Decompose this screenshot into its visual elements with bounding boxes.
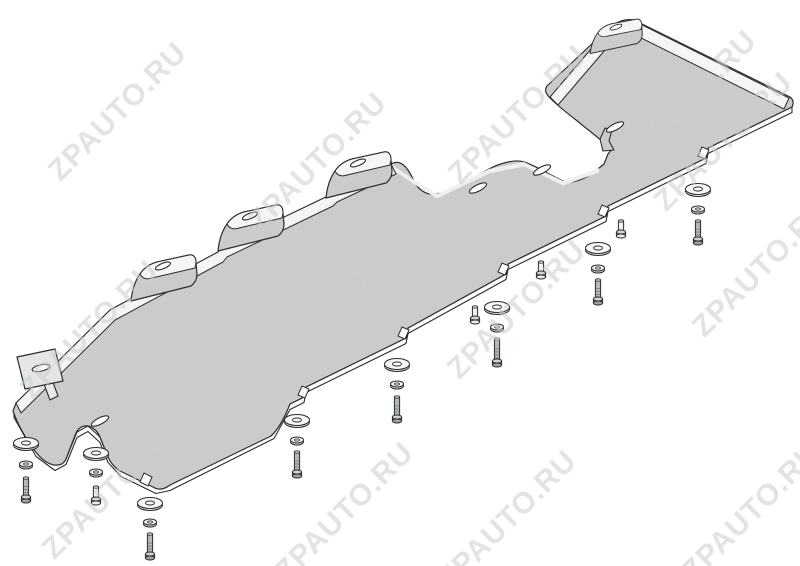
bolt-head-top <box>20 494 32 500</box>
bolt-head-bottom <box>144 555 156 561</box>
washer-hole <box>595 266 601 270</box>
bolt-tip <box>538 260 545 264</box>
washer-hole <box>695 207 701 211</box>
mounting-bolt <box>20 476 32 504</box>
bolt-tip <box>146 532 153 536</box>
flange-bolt <box>90 485 102 506</box>
flange-bolt <box>469 305 481 325</box>
bolt-tip <box>471 305 478 309</box>
washer-hole <box>294 438 300 442</box>
mounting-tab <box>217 204 285 252</box>
flange-bolt <box>615 219 627 239</box>
mounting-bolt <box>291 450 303 479</box>
bolt-slot <box>154 261 172 271</box>
bolt-shaft <box>393 396 401 418</box>
bolt-head-bottom <box>615 233 627 239</box>
bolt-head-bottom <box>90 500 102 506</box>
fastener-stack <box>83 447 109 506</box>
bolt-head-bottom <box>692 240 704 246</box>
bolt-slot <box>609 23 623 31</box>
fastener-stack <box>685 183 711 246</box>
bolt-slot <box>605 121 625 133</box>
bolt-tip <box>22 476 29 480</box>
washer-hole <box>91 450 101 456</box>
mounting-bolt <box>491 337 503 368</box>
bolt-tip <box>93 485 100 489</box>
mounting-bolt <box>391 395 403 424</box>
bolt-head-bottom <box>291 473 303 479</box>
washer-hole <box>147 520 153 524</box>
fastener-stack <box>13 437 39 504</box>
bolt-shaft <box>594 279 602 300</box>
bolt-shaft <box>146 533 154 555</box>
bolt-tip <box>595 278 602 282</box>
fastener-stack <box>384 358 410 424</box>
bolt-tip <box>293 450 300 454</box>
edge-notch <box>497 262 510 276</box>
mounting-bolt <box>144 532 156 561</box>
bolt-head-bottom <box>491 362 503 368</box>
washer-hole <box>93 470 99 474</box>
fastener-stack <box>137 497 163 561</box>
bolt-slot <box>90 415 110 427</box>
bolt-tip <box>393 395 400 399</box>
bolt-head-bottom <box>469 319 481 325</box>
edge-notch <box>697 146 710 160</box>
bolt-tip <box>695 219 702 223</box>
washer-hole <box>593 245 603 251</box>
bolt-slot <box>31 363 51 373</box>
plate-outline <box>12 19 794 490</box>
mounting-tab <box>325 151 393 199</box>
mounting-tab <box>130 254 198 302</box>
mounting-bolt <box>592 278 604 306</box>
bolt-head-top <box>90 496 102 502</box>
washer-hole <box>492 304 502 310</box>
bolt-head-top <box>469 315 481 321</box>
fastener-stack <box>484 301 510 368</box>
fastener-stack <box>284 414 310 479</box>
edge-notch <box>597 204 610 218</box>
washer-hole <box>392 361 402 367</box>
edge-notch <box>139 472 153 487</box>
bolt-slot <box>468 182 488 194</box>
bolt-head-top <box>692 236 704 242</box>
flange-bolt <box>535 260 547 280</box>
edge-notch <box>397 326 410 340</box>
fastener-stack <box>585 242 611 306</box>
mounting-bolt <box>692 219 704 246</box>
washer-hole <box>23 462 29 466</box>
bolt-shaft <box>694 220 702 240</box>
washer-hole <box>394 382 400 386</box>
bolt-head-bottom <box>20 498 32 504</box>
bolt-shaft <box>293 451 301 473</box>
washer-hole <box>292 417 302 423</box>
bolt-head-top <box>592 296 604 302</box>
bolt-head-bottom <box>592 300 604 306</box>
bolt-head-top <box>144 551 156 557</box>
bolt-head-top <box>491 358 503 364</box>
bolt-head-top <box>615 229 627 235</box>
bend-highlight <box>391 162 599 199</box>
edge-notch <box>297 385 310 399</box>
washer-hole <box>145 500 155 506</box>
bolt-slot <box>532 164 552 176</box>
bolt-head-bottom <box>391 418 403 424</box>
washer-hole <box>494 325 500 329</box>
bolt-head-top <box>535 270 547 276</box>
washer-hole <box>21 440 31 446</box>
mounting-tab <box>589 18 643 55</box>
bolt-head-top <box>391 414 403 420</box>
bolt-tip <box>493 337 500 341</box>
bolt-head-top <box>291 469 303 475</box>
bolt-tip <box>618 219 625 223</box>
bolt-shaft <box>22 477 30 498</box>
bolt-head-bottom <box>535 274 547 280</box>
washer-hole <box>693 186 703 192</box>
